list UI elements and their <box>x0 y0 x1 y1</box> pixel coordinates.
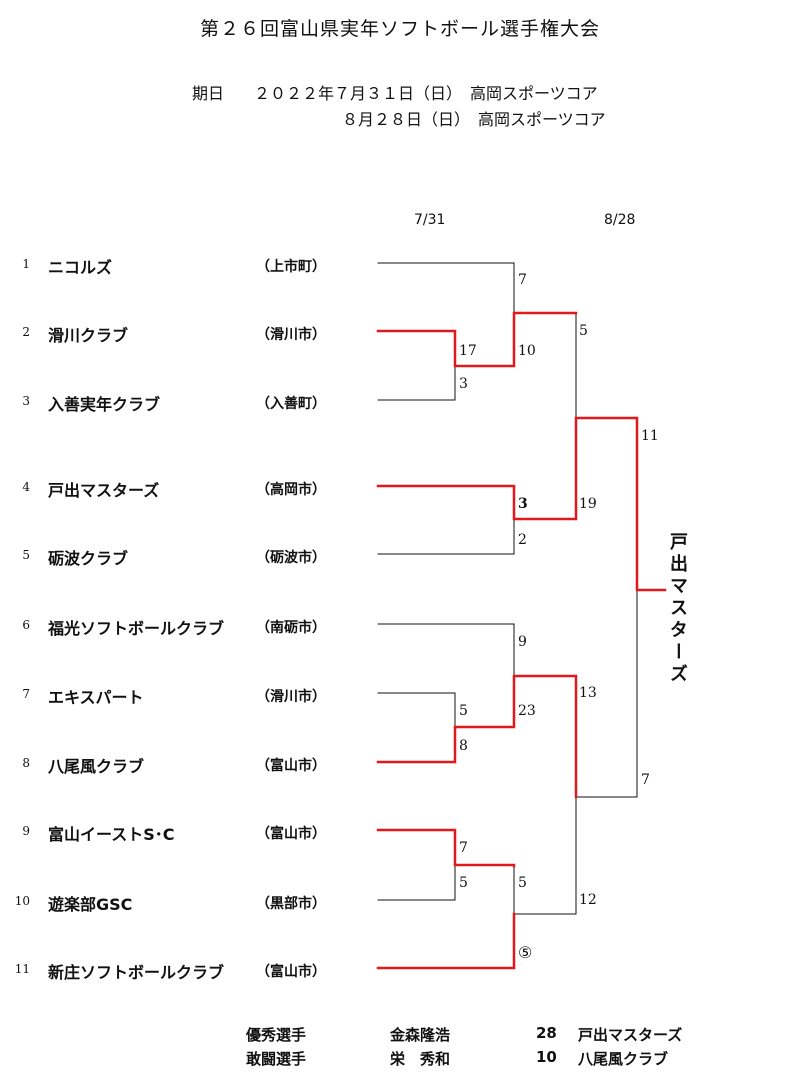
team-number: 7 <box>22 687 30 701</box>
line-team-10 <box>377 864 456 901</box>
win-team-4 <box>376 416 667 592</box>
award-label: 優秀選手 <box>246 1026 307 1044</box>
team-number: 10 <box>14 894 30 908</box>
team-name: エキスパート <box>48 688 144 707</box>
team-name: 八尾風クラブ <box>48 757 145 776</box>
line-final-bottom <box>575 589 638 798</box>
award-team: 八尾風クラブ <box>578 1050 669 1068</box>
score-sf1-b: 19 <box>579 496 597 512</box>
score-m4-a: 5 <box>459 703 468 719</box>
team-number: 4 <box>22 480 30 494</box>
win-team-8 <box>376 674 578 799</box>
award-player: 金森隆浩 <box>390 1026 451 1044</box>
team-number: 2 <box>22 325 30 339</box>
team-number: 11 <box>14 962 30 976</box>
champion-name: 戸出マスターズ <box>667 532 688 686</box>
team-city: （滑川市） <box>256 689 326 705</box>
line-team-7 <box>377 692 456 728</box>
schedule-line-1: ２０２２年７月３１日（日） 高岡スポーツコア <box>254 84 598 103</box>
score-m1-b: 3 <box>459 376 468 392</box>
team-city: （高岡市） <box>256 482 326 498</box>
score-m3-b: 2 <box>518 532 527 548</box>
win-team-9 <box>376 828 516 868</box>
score-m1-a: 17 <box>459 343 477 359</box>
schedule-line-2: ８月２８日（日） 高岡スポーツコア <box>342 110 606 129</box>
award-label: 敢闘選手 <box>246 1050 307 1068</box>
score-m3-a: 3 <box>518 496 528 512</box>
score-m5-a: 9 <box>518 634 527 650</box>
team-number: 1 <box>22 257 30 271</box>
team-name: 福光ソフトボールクラブ <box>48 619 225 638</box>
line-team-5 <box>377 518 515 555</box>
team-name: 富山イーストS･C <box>48 825 175 844</box>
score-m2-a: 7 <box>518 272 527 288</box>
team-city: （滑川市） <box>256 327 326 343</box>
score-sf2-a: 13 <box>579 685 597 701</box>
award-player-number: 28 <box>536 1024 557 1042</box>
schedule-label: 期日 <box>192 84 225 103</box>
award-team: 戸出マスターズ <box>578 1026 683 1044</box>
win-team-11 <box>376 912 516 970</box>
team-name: 戸出マスターズ <box>48 481 160 500</box>
score-final-a: 11 <box>641 428 659 444</box>
team-name: 砺波クラブ <box>48 549 129 568</box>
team-city: （黒部市） <box>256 896 326 912</box>
score-final-b: 7 <box>641 772 650 788</box>
round-date-1: 7/31 <box>414 212 446 228</box>
team-name: ニコルズ <box>48 258 113 277</box>
line-sf1-top <box>513 312 577 419</box>
team-number: 9 <box>22 824 30 838</box>
award-player-number: 10 <box>536 1048 557 1066</box>
team-name: 遊楽部GSC <box>48 895 133 914</box>
line-team-6 <box>377 623 515 677</box>
score-m5-b: 23 <box>518 703 536 719</box>
line-team-3 <box>377 365 456 401</box>
line-sf2-bottom <box>513 796 577 915</box>
team-city: （南砺市） <box>256 620 326 636</box>
win-team-2 <box>376 311 578 368</box>
score-m6-b: 5 <box>459 875 468 891</box>
score-sf2-b: 12 <box>579 892 597 908</box>
team-number: 8 <box>22 756 30 770</box>
score-sf1-a: 5 <box>579 323 588 339</box>
score-m6-a: 7 <box>459 840 468 856</box>
team-name: 入善実年クラブ <box>48 395 161 414</box>
team-number: 3 <box>22 394 30 408</box>
team-city: （富山市） <box>256 964 326 980</box>
score-m4-b: 8 <box>459 738 468 754</box>
team-city: （入善町） <box>256 396 326 412</box>
team-name: 滑川クラブ <box>48 326 129 345</box>
team-city: （富山市） <box>256 826 326 842</box>
page-title: 第２６回富山県実年ソフトボール選手権大会 <box>199 18 600 40</box>
award-player: 栄 秀和 <box>390 1050 451 1068</box>
score-m2-b: 10 <box>518 343 536 359</box>
team-number: 5 <box>22 548 30 562</box>
team-city: （砺波市） <box>256 550 326 566</box>
team-city: （富山市） <box>256 758 326 774</box>
round-date-2: 8/28 <box>604 212 636 228</box>
team-city: （上市町） <box>256 259 326 275</box>
line-team-1 <box>377 262 515 314</box>
score-m7-b: ⑤ <box>518 943 533 962</box>
team-name: 新庄ソフトボールクラブ <box>48 963 225 982</box>
team-number: 6 <box>22 618 30 632</box>
score-m7-a: 5 <box>518 875 527 891</box>
